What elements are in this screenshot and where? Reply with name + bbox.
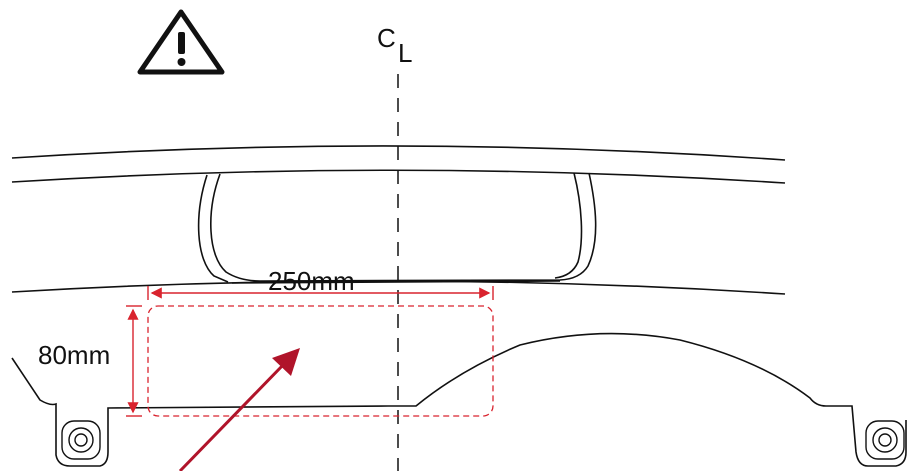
bolt-mount-icon bbox=[61, 420, 101, 460]
height-dimension-label: 80mm bbox=[38, 340, 110, 370]
height-dimension bbox=[126, 305, 142, 417]
bolt-mount-icon bbox=[865, 420, 905, 460]
lower-rail bbox=[11, 280, 786, 295]
lower-body-outline bbox=[11, 332, 907, 467]
warning-triangle-icon bbox=[137, 9, 225, 75]
pointer-arrow-icon bbox=[178, 348, 300, 471]
center-bracket bbox=[197, 172, 597, 284]
centerline-label-c: C bbox=[377, 23, 396, 53]
width-dimension-label: 250mm bbox=[268, 266, 355, 296]
label-target-area bbox=[147, 305, 494, 417]
width-dimension bbox=[147, 286, 494, 300]
centerline-label-l: L bbox=[398, 38, 412, 68]
upper-rail bbox=[11, 145, 786, 184]
